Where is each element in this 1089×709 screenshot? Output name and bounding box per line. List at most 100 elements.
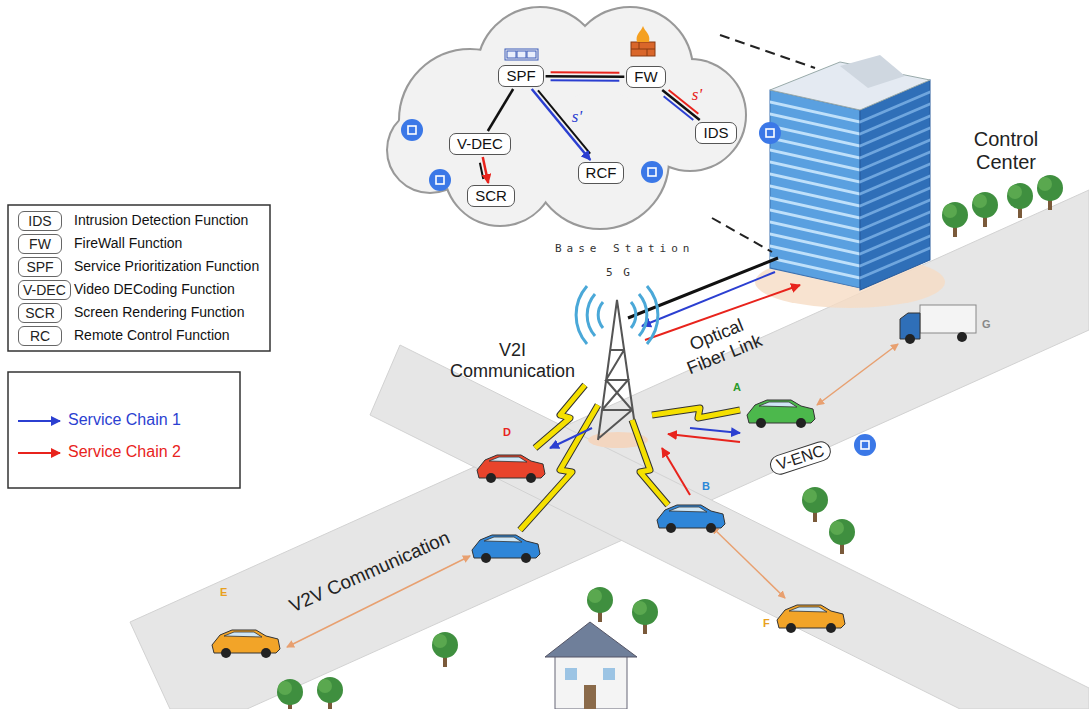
control-center-building-part	[860, 80, 930, 290]
trees-part	[277, 679, 303, 709]
vehicles-part	[477, 455, 545, 483]
trees-part	[942, 202, 968, 237]
legend-frames-part	[18, 420, 60, 422]
lightning-bolts-part	[652, 408, 740, 418]
lightning-bolts-part	[632, 420, 668, 505]
function-box: SPF	[498, 65, 543, 87]
edge-label: s'	[691, 86, 703, 104]
control-center-building-part-part	[770, 102, 860, 278]
vehicles-part-part	[905, 334, 915, 344]
trees-part	[802, 487, 828, 522]
house-part	[603, 668, 615, 680]
link-label: Optical Fiber Link	[668, 308, 772, 382]
dashed-link-part	[720, 35, 815, 68]
cloud-icons-part	[759, 122, 781, 144]
vehicles-part	[854, 434, 876, 456]
cloud-icons-part-part	[507, 51, 516, 58]
abbreviation-box: RC	[18, 326, 62, 346]
function-box: RCF	[578, 162, 625, 184]
vehicles-part	[657, 505, 725, 533]
function-box: FW	[626, 66, 665, 88]
dashed-link-part	[712, 218, 772, 252]
cloud-part	[388, 8, 745, 228]
function-box: IDS	[695, 122, 736, 144]
v2v-arrows	[287, 344, 898, 647]
trees	[277, 175, 1063, 709]
base-station-tower-part	[576, 286, 658, 344]
vehicle-letter: A	[733, 381, 741, 394]
connector-track	[538, 90, 590, 153]
v2i-arrows-part	[550, 428, 592, 448]
box-label: RCF	[586, 164, 617, 182]
trees-part	[587, 587, 613, 622]
trees-part	[1007, 183, 1033, 218]
lightning-bolts-part	[652, 408, 740, 418]
vehicle-letter: G	[982, 318, 991, 331]
cloud-icons-part	[429, 169, 451, 191]
connector-line	[488, 89, 513, 131]
v2i-arrows-part	[690, 428, 740, 433]
legend-frames-part	[8, 372, 240, 488]
box-label: SCR	[475, 187, 507, 205]
vehicle-letter: E	[220, 586, 227, 599]
legend-text: Intrusion Detection Function	[74, 212, 248, 228]
building-label: Control Center	[962, 128, 1050, 174]
trees-part	[829, 519, 855, 554]
abbreviation-box: V-DEC	[18, 280, 71, 300]
abbreviation-box: SCR	[18, 303, 62, 323]
house-part	[565, 668, 577, 680]
house-part	[584, 685, 596, 709]
trees-part	[317, 677, 343, 709]
v2v-arrows-part	[712, 527, 785, 598]
cloud-icons-part	[505, 49, 538, 60]
network-label: 5 G	[606, 267, 632, 280]
connector	[480, 157, 488, 183]
roads	[130, 190, 1089, 709]
vehicle-letter: F	[763, 617, 770, 630]
connector-line	[483, 157, 488, 183]
box-label: SPF	[506, 67, 535, 85]
connector-track	[664, 96, 694, 120]
cloud-icons-part-part	[637, 26, 650, 42]
vehicles-part	[777, 605, 845, 633]
vehicles	[212, 305, 976, 658]
function-box: V-DEC	[449, 133, 511, 155]
control-center-building-part-part	[860, 80, 930, 290]
legend-text: Screen Rendering Function	[74, 304, 244, 320]
trees-part	[632, 599, 658, 634]
cloud	[388, 8, 745, 228]
connector	[546, 72, 625, 81]
control-center-building-part	[770, 90, 860, 288]
vehicles-part	[212, 630, 280, 658]
trees-part	[972, 192, 998, 227]
connector	[488, 89, 513, 131]
abbreviation-box: IDS	[18, 211, 62, 231]
vehicles-part-part	[920, 305, 976, 333]
cloud-icons-part	[401, 119, 423, 141]
house-part	[545, 622, 637, 657]
edge-label: s'	[571, 108, 583, 126]
connector-track	[551, 79, 620, 82]
cloud-icons	[401, 26, 781, 191]
trees-part	[432, 632, 458, 667]
communication-label: V2I Communication	[445, 340, 580, 381]
cloud-icons-part-part	[631, 42, 655, 56]
legend-text: Remote Control Function	[74, 327, 230, 343]
legend-frames-part	[18, 452, 60, 454]
connector-line	[532, 89, 591, 160]
function-tag: V-ENC	[767, 439, 833, 478]
roads-part	[130, 190, 1089, 709]
abbreviation-box: SPF	[18, 257, 62, 277]
connector	[532, 89, 591, 160]
legend-text: Service Chain 2	[68, 443, 181, 461]
lightning-bolts-part	[632, 420, 668, 505]
vehicles-part-part	[957, 332, 967, 342]
v2i-arrows-part	[662, 448, 690, 495]
cloud-icons-part	[631, 26, 655, 56]
house	[545, 622, 637, 709]
v2i-arrows	[550, 428, 740, 495]
cloud-icons-part-part	[517, 51, 526, 58]
vehicles-part	[900, 305, 976, 344]
